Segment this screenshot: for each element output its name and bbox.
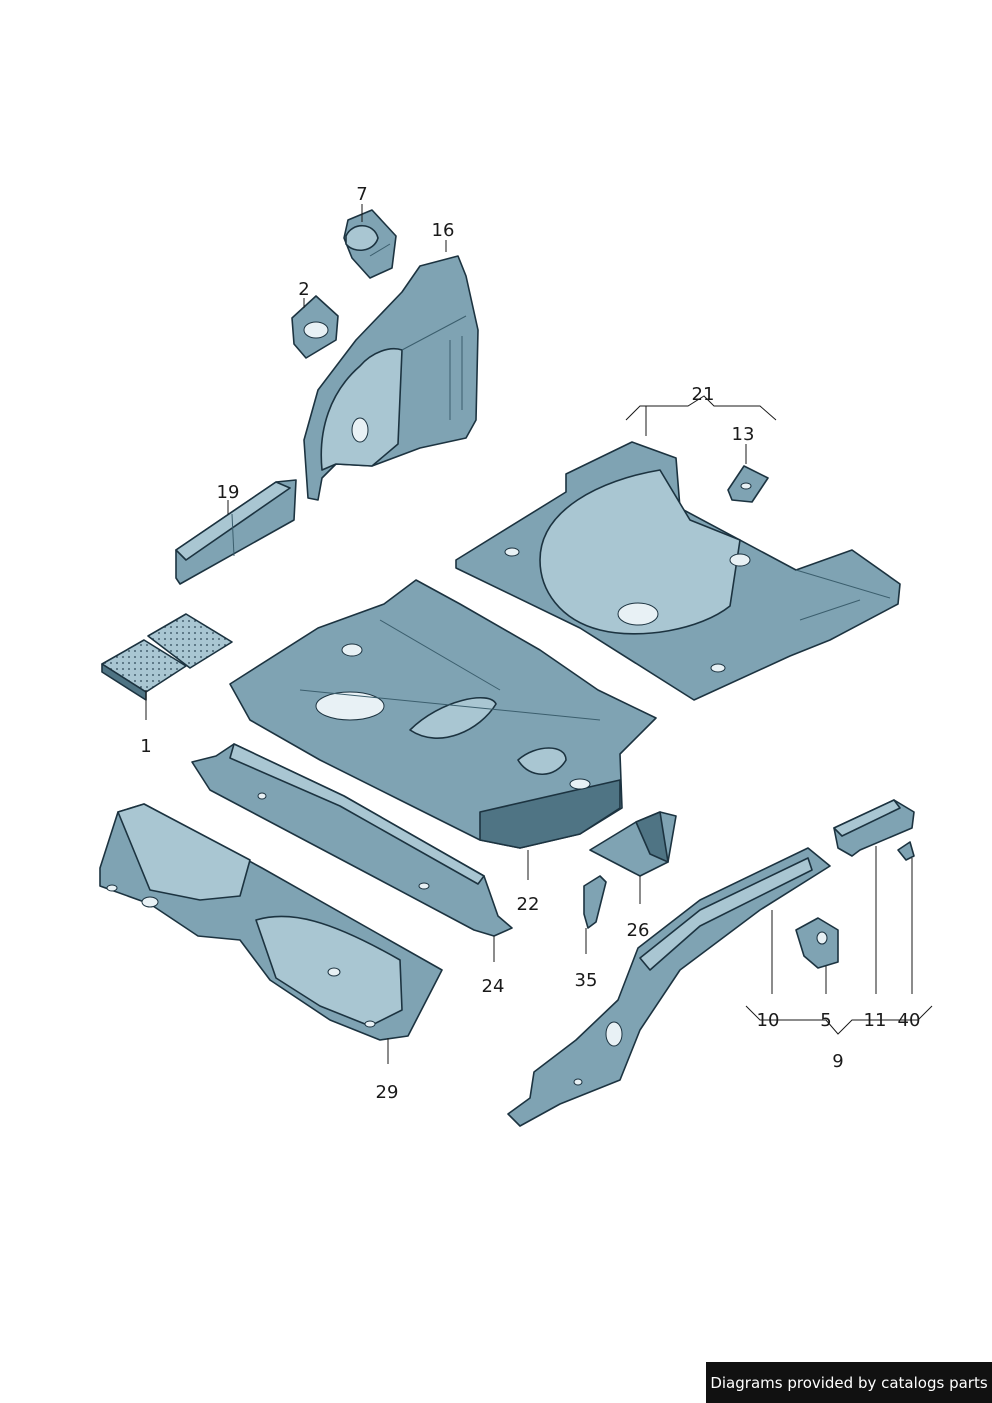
part-2-mount-plate bbox=[291, 295, 339, 359]
callout-10: 10 bbox=[757, 1010, 780, 1031]
part-21-trunk-floor bbox=[455, 441, 901, 701]
callout-22: 22 bbox=[517, 894, 540, 915]
part-40-clip bbox=[897, 841, 915, 861]
part-22-center-floor bbox=[229, 579, 657, 849]
callout-labels: 7 16 2 21 13 19 1 22 26 24 35 10 5 11 40… bbox=[140, 184, 920, 1103]
part-29-floor-section bbox=[99, 803, 443, 1041]
callout-26: 26 bbox=[627, 920, 650, 941]
part-19-rail bbox=[175, 479, 297, 585]
callout-29: 29 bbox=[376, 1082, 399, 1103]
callout-19: 19 bbox=[217, 482, 240, 503]
part-5-bracket bbox=[795, 917, 839, 969]
callout-9: 9 bbox=[832, 1051, 843, 1072]
part-11-bracket bbox=[833, 799, 915, 857]
part-13-bracket bbox=[727, 465, 769, 503]
callout-21: 21 bbox=[692, 384, 715, 405]
part-24-cross-member bbox=[191, 743, 513, 937]
footer-credit-text: Diagrams provided by catalogs parts bbox=[710, 1373, 988, 1392]
part-26-bracket bbox=[589, 811, 677, 877]
callout-35: 35 bbox=[575, 970, 598, 991]
leader-lines bbox=[145, 204, 933, 1064]
callout-7: 7 bbox=[356, 184, 367, 205]
callout-16: 16 bbox=[432, 220, 455, 241]
callout-1: 1 bbox=[140, 736, 151, 757]
part-35-clip bbox=[583, 875, 607, 929]
callout-40: 40 bbox=[898, 1010, 921, 1031]
part-16-wheelhouse bbox=[303, 255, 479, 501]
part-7-bracket bbox=[343, 209, 397, 279]
callout-13: 13 bbox=[732, 424, 755, 445]
footer-credit: Diagrams provided by catalogs parts bbox=[706, 1362, 992, 1403]
callout-2: 2 bbox=[298, 279, 309, 300]
callout-5: 5 bbox=[820, 1010, 831, 1031]
callout-24: 24 bbox=[482, 976, 505, 997]
callout-11: 11 bbox=[864, 1010, 887, 1031]
part-1-insulation-pads bbox=[101, 613, 233, 701]
part-10-side-member bbox=[507, 847, 831, 1127]
